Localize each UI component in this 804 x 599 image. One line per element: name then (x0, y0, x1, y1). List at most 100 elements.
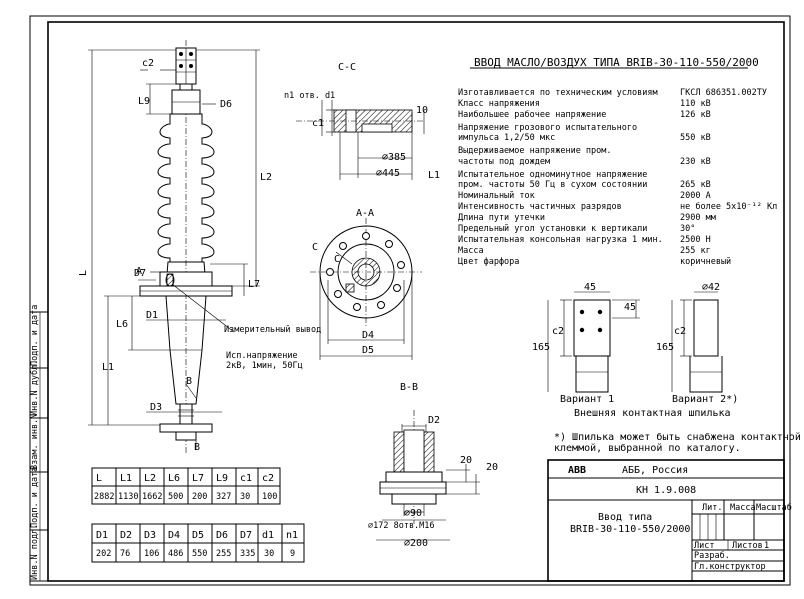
section-a-label: А (136, 266, 142, 277)
dim-l6: L6 (116, 319, 128, 330)
t1-v-2: 1662 (142, 492, 162, 502)
spec-value-1: 110 кВ (680, 99, 711, 109)
outer-frame (29, 15, 791, 586)
t1-h-7: c2 (262, 473, 274, 484)
spec-label-13: Испытательная консольная нагрузка 1 мин. (458, 235, 663, 245)
stamp-sheets: Листов (732, 541, 763, 551)
stamp-sheet: Лист (694, 541, 714, 551)
stamp-konstr: Гл.конструктор (694, 562, 766, 572)
section-c-mark-inner: С (334, 254, 340, 265)
t2-v-1: 76 (120, 549, 130, 559)
spec-label-3: Напряжение грозового испытательного (458, 123, 637, 133)
spec-label-9: Номинальный ток (458, 191, 535, 201)
variant1-dim-45-top: 45 (584, 282, 596, 293)
t2-h-6: D7 (240, 530, 252, 541)
t1-v-1: 1130 (118, 492, 138, 502)
stamp-razrab: Разраб. (694, 550, 730, 561)
t2-v-2: 106 (144, 549, 159, 559)
variant1-dim-165: 165 (532, 342, 550, 353)
t2-h-5: D6 (216, 530, 228, 541)
meas-output-line2: Исп.напряжение (226, 351, 298, 361)
product-name-1: Ввод типа (598, 512, 652, 523)
t2-v-7: 30 (264, 549, 274, 559)
variant1-dim-45-side: 45 (624, 302, 636, 313)
company-name: АББ, Россия (622, 465, 688, 476)
dim-d445: ⌀445 (376, 168, 400, 179)
section-b-label-bottom: В (194, 442, 200, 453)
section-b-label-top: В (186, 376, 192, 387)
spec-label-6: частоты под дождем (458, 157, 550, 167)
bushing-main-view (88, 40, 260, 455)
footnote-line1: *) Шпилька может быть снабжена контактно… (554, 431, 801, 443)
dim-n1-d1: n1 отв. d1 (284, 91, 335, 101)
variants-caption: Внешняя контактная шпилька (574, 408, 731, 419)
dim-l1-right: L1 (428, 170, 440, 181)
t2-v-6: 335 (240, 549, 255, 559)
spec-label-8: пром. частоты 50 Гц в сухом состоянии (458, 180, 647, 190)
section-c-mark-top: С (312, 242, 318, 253)
dim-20-a: 20 (460, 455, 472, 466)
side-podp-date-1: Подп. и дата (30, 467, 40, 528)
variant2-label: Вариант 2*) (672, 394, 738, 405)
spec-value-14: 255 кг (680, 246, 711, 256)
side-inv-podl: Инв.N подл. (30, 524, 40, 580)
dim-l2: L2 (260, 172, 272, 183)
t2-v-5: 255 (216, 549, 231, 559)
t1-h-0: L (96, 473, 102, 484)
t1-h-6: c1 (240, 473, 252, 484)
spec-value-9: 2000 А (680, 191, 711, 201)
stamp-lit: Лит. (702, 503, 722, 513)
footnote-line2: клеммой, выбранной по каталогу. (554, 442, 741, 454)
variant2-dim-c2: c2 (674, 326, 686, 337)
table-diameters (91, 523, 305, 563)
dim-20-b: 20 (486, 462, 498, 473)
spec-value-13: 2500 Н (680, 235, 711, 245)
dim-d172: ⌀172 8отв.М16 (368, 521, 435, 531)
t1-v-0: 2882 (94, 492, 114, 502)
spec-label-0: Изготавливается по техническим условиям (458, 88, 658, 98)
product-name-2: BRIB-30-110-550/2000 (570, 524, 690, 535)
dim-c2-main: c2 (142, 58, 154, 69)
t2-v-8: 9 (290, 549, 295, 559)
dim-d4: D4 (362, 330, 374, 341)
dim-d2: D2 (428, 415, 440, 426)
spec-label-2: Наибольшее рабочее напряжение (458, 109, 606, 120)
dim-10: 10 (416, 105, 428, 116)
dim-l9: L9 (138, 96, 150, 107)
variant-1-drawing (547, 291, 640, 393)
spec-value-15: коричневый (680, 257, 731, 267)
section-cc-view (296, 100, 425, 180)
spec-value-11: 2900 мм (680, 213, 716, 223)
side-stamp: Инв.N подл. Подп. и дата Взам. инв.N Инв… (29, 305, 49, 582)
side-podp-date-2: Подп. и дата (30, 305, 40, 366)
section-bb-view (376, 410, 480, 541)
table-lengths (91, 467, 281, 505)
t2-h-3: D4 (168, 530, 180, 541)
spec-value-4: 550 кВ (680, 133, 711, 143)
spec-label-4: импульса 1,2/50 мкс (458, 133, 555, 143)
variant1-label: Вариант 1 (560, 394, 614, 405)
stamp-sheets-num: 1 (764, 541, 769, 551)
t2-v-3: 486 (168, 549, 183, 559)
dim-c1: c1 (312, 118, 324, 129)
spec-value-8: 265 кВ (680, 180, 711, 190)
inner-frame (47, 21, 785, 582)
t2-h-2: D3 (144, 530, 156, 541)
t1-v-6: 30 (240, 492, 250, 502)
t1-v-5: 327 (216, 492, 231, 502)
dim-d7: D7 (134, 268, 146, 279)
meas-output-line1: Измерительный вывод (224, 325, 321, 335)
section-cc-title: С-С (338, 62, 356, 73)
t1-h-3: L6 (168, 473, 180, 484)
spec-label-1: Класс напряжения (458, 99, 540, 109)
spec-value-2: 126 кВ (680, 110, 711, 120)
dim-d3: D3 (150, 402, 162, 413)
dim-d1: D1 (146, 310, 158, 321)
t2-v-0: 202 (96, 549, 111, 559)
t2-h-8: n1 (286, 530, 298, 541)
title-block (547, 459, 785, 582)
spec-label-7: Испытательное одноминутное напряжение (458, 170, 647, 180)
t1-v-4: 200 (192, 492, 207, 502)
drawing-title: ВВОД МАСЛО/ВОЗДУХ ТИПА BRIB-30-110-550/2… (474, 56, 759, 69)
t2-h-7: d1 (262, 530, 274, 541)
